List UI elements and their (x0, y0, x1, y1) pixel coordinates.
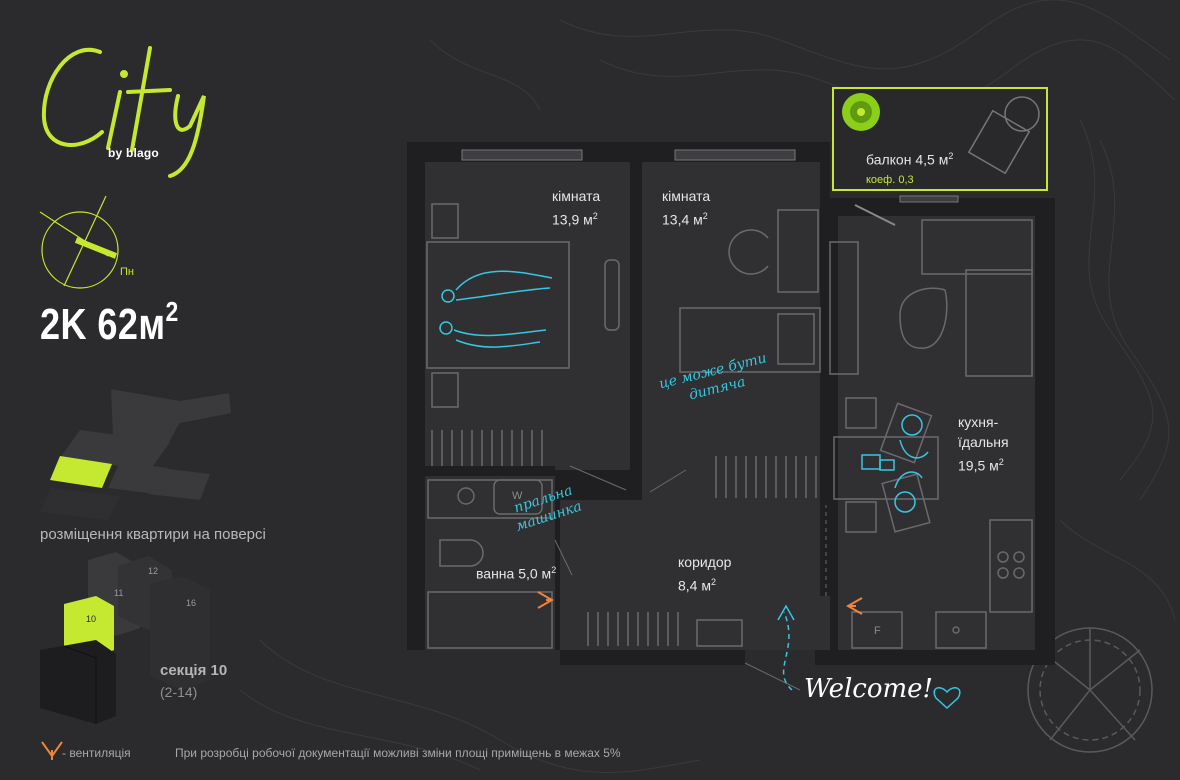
apartment-area: 62м (97, 300, 166, 349)
room2-label: кімната 13,4 м2 (662, 186, 710, 230)
corridor-area: 8,4 м (678, 577, 711, 594)
compass-label: Пн (120, 266, 134, 278)
section-label-12: 12 (148, 566, 159, 576)
apartment-type: 2K (40, 300, 87, 349)
balcony-label: балкон 4,5 м2 коеф. 0,3 (866, 146, 953, 190)
plant-icon (842, 93, 880, 131)
kitchen-area-line: 19,5 м2 (958, 452, 1009, 476)
entry-arrow-icon (777, 604, 795, 691)
bath-label: ванна 5,0 м2 (476, 560, 556, 584)
fridge-icon: F (874, 625, 881, 637)
dining-people-doodle (861, 414, 929, 513)
section-label-16: 16 (186, 598, 197, 608)
apartment-area-sup: 2 (165, 296, 179, 327)
corridor-label: коридор 8,4 м2 (678, 552, 731, 596)
room1-name: кімната (552, 188, 601, 204)
balcony-area (832, 87, 1048, 191)
apartment-walls (407, 142, 1055, 665)
welcome-text: Welcome! (804, 674, 934, 704)
door-swings (554, 465, 827, 691)
tree-decoration (1027, 627, 1153, 753)
bath-name: ванна 5,0 м (476, 565, 552, 582)
balcony-koef: коеф. 0,3 (866, 173, 914, 186)
ventilation-icon (537, 591, 863, 615)
furniture (426, 203, 1033, 649)
kitchen-name-1: кухня- (958, 414, 999, 430)
apartment-title: 2K 62м2 (40, 296, 179, 350)
corridor-sup: 2 (710, 577, 716, 587)
kitchen-area: 19,5 м (958, 457, 999, 474)
room1-area: 13,9 м (552, 211, 593, 228)
section-title: секція 10 (160, 662, 228, 679)
room2-name: кімната (662, 188, 711, 204)
corridor-name: коридор (678, 554, 732, 570)
kitchen-name-2: їдальня (958, 434, 1009, 450)
sleeping-people-doodle (439, 270, 553, 348)
vent-legend-icon (41, 741, 63, 760)
disclaimer: При розробці робочої документації можлив… (175, 746, 621, 760)
compass-icon (39, 195, 119, 289)
balcony-name: балкон 4,5 м (866, 151, 949, 168)
city-logo (41, 46, 206, 178)
room2-area-line: 13,4 м2 (662, 206, 710, 230)
section-label-11: 11 (114, 588, 124, 598)
room1-sup: 2 (592, 211, 598, 221)
floor-placement-diagram (40, 386, 234, 520)
washer-icon: W (512, 490, 523, 502)
placement-label: розміщення квартири на поверсі (40, 526, 266, 543)
heart-icon (933, 687, 961, 710)
balcony-area-line: балкон 4,5 м2 (866, 146, 953, 170)
room1-area-line: 13,9 м2 (552, 206, 600, 230)
room2-area: 13,4 м (662, 211, 703, 228)
section-label-10: 10 (86, 614, 97, 624)
logo-byline: by blago (108, 146, 159, 160)
vent-legend: - вентиляція (62, 746, 131, 760)
kitchen-sup: 2 (998, 457, 1004, 467)
kitchen-label: кухня- їдальня 19,5 м2 (958, 412, 1009, 476)
section-floors: (2-14) (160, 684, 198, 700)
topo-background (239, 0, 1176, 773)
corridor-area-line: 8,4 м2 (678, 572, 731, 596)
balcony-sup: 2 (948, 151, 954, 161)
bath-sup: 2 (551, 565, 557, 575)
building-sections-diagram (40, 552, 210, 724)
room2-sup: 2 (702, 211, 708, 221)
room1-label: кімната 13,9 м2 (552, 186, 600, 230)
